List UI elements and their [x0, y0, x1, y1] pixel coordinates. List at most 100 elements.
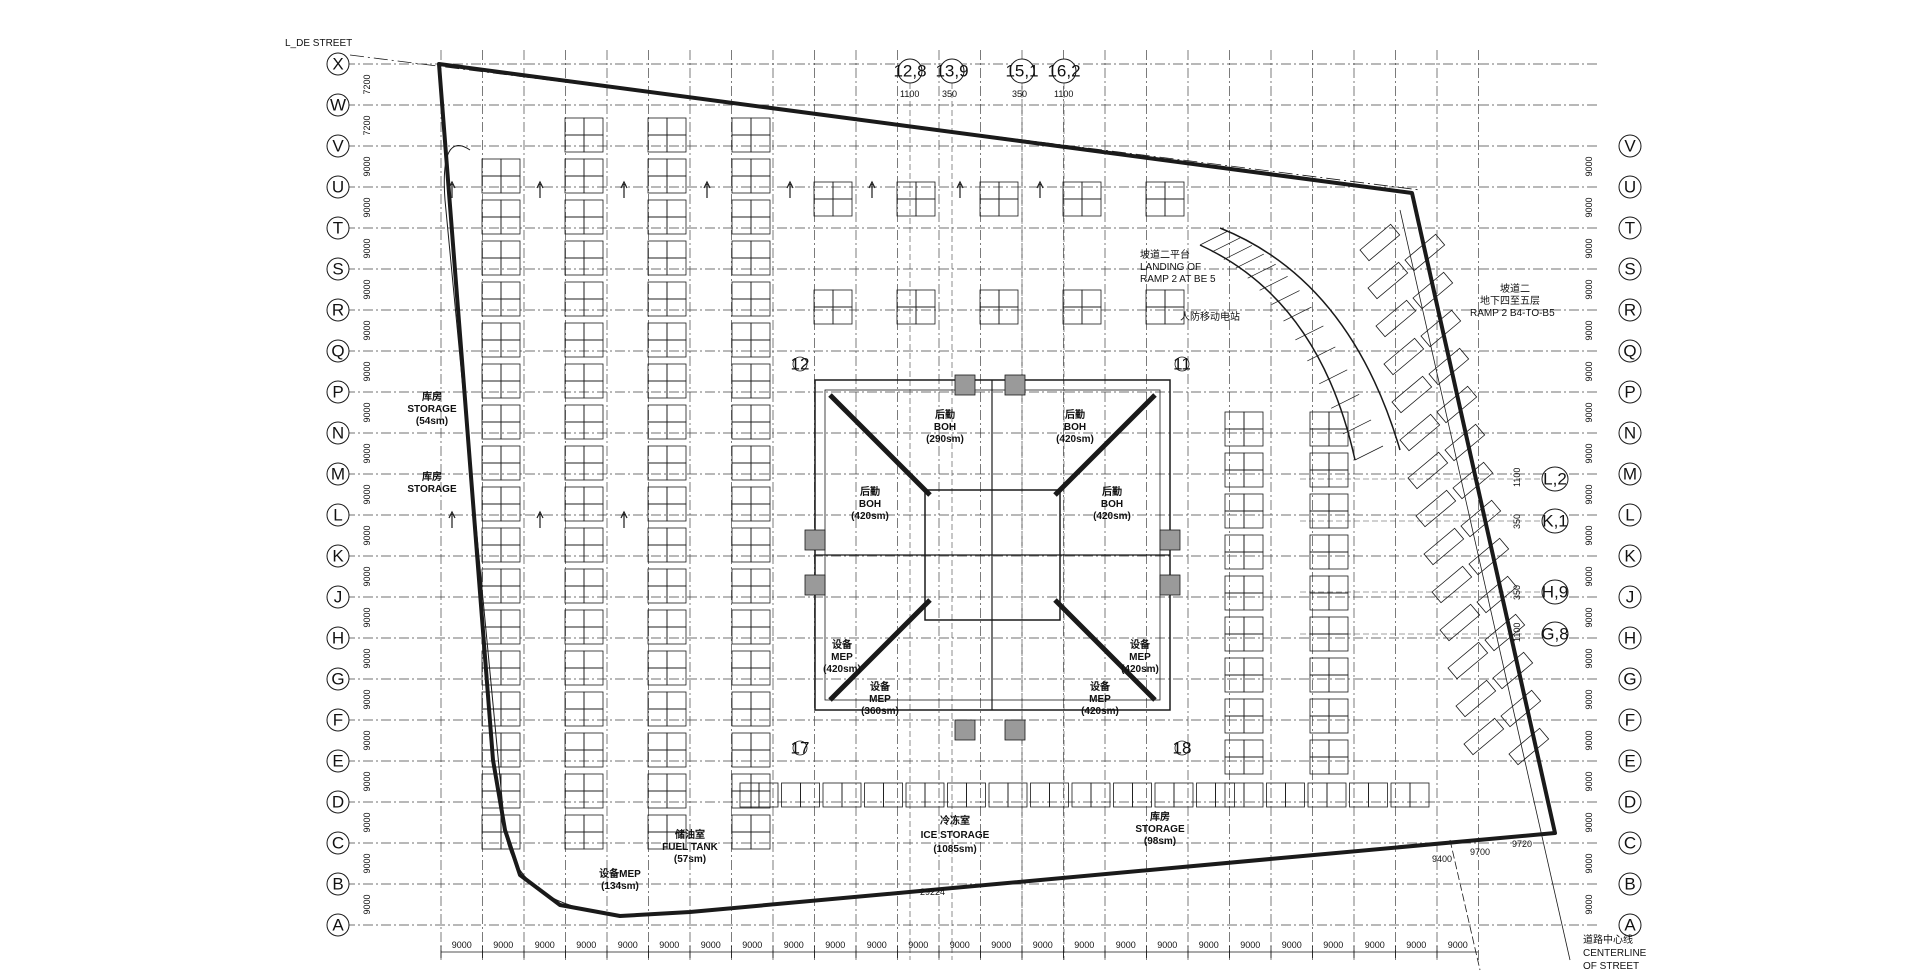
parking-stall	[750, 790, 771, 809]
parking-stall	[500, 732, 521, 751]
parking-stall	[832, 306, 853, 325]
parking-stall	[666, 650, 687, 669]
parking-stall	[666, 281, 687, 300]
parking-stall	[1224, 510, 1245, 529]
parking-stall	[750, 404, 771, 423]
parking-stall	[583, 544, 604, 563]
parking-stall	[1224, 633, 1245, 652]
parking-stall	[1328, 428, 1349, 447]
column-dimension: 9000	[576, 940, 596, 950]
parking-stall	[666, 199, 687, 218]
structural-column	[1004, 374, 1026, 396]
parking-stall	[924, 782, 945, 808]
grid-bubble-left-H: H	[326, 626, 350, 650]
parking-stall	[647, 339, 668, 358]
parking-stall	[500, 158, 521, 177]
parking-stall	[647, 609, 668, 628]
parking-stall	[750, 749, 771, 768]
parking-stall	[647, 322, 668, 341]
grid-bubble-right-Q: Q	[1618, 339, 1642, 363]
parking-stall	[564, 404, 585, 423]
parking-stall	[564, 814, 585, 833]
parking-stall	[583, 404, 604, 423]
column-dimension: 9000	[1074, 940, 1094, 950]
parking-stall-diagonal	[1399, 413, 1441, 452]
svg-text:(420sm): (420sm)	[1093, 511, 1131, 522]
parking-stall	[896, 289, 917, 308]
core-grid-bubble: 17	[791, 739, 810, 758]
row-dimension: 9000	[362, 156, 372, 176]
parking-stall	[731, 814, 752, 833]
parking-stall	[564, 650, 585, 669]
room-mep-420-b: 设备 MEP (420sm)	[1081, 680, 1119, 717]
grid-bubble-label: B	[1624, 875, 1635, 894]
grid-bubble-right-L: L	[1618, 503, 1642, 527]
parking-stall	[666, 527, 687, 546]
parking-stall	[500, 421, 521, 440]
parking-stall	[731, 462, 752, 481]
traffic-arrow	[536, 510, 544, 528]
parking-stall	[500, 216, 521, 235]
parking-stall	[583, 380, 604, 399]
parking-stall	[564, 281, 585, 300]
svg-text:9400: 9400	[1432, 854, 1452, 864]
parking-stall	[731, 380, 752, 399]
parking-stall	[481, 322, 502, 341]
grid-bubble-label: K,1	[1542, 512, 1568, 531]
parking-stall	[481, 544, 502, 563]
parking-stall	[731, 486, 752, 505]
grid-bubble-label: N	[1624, 424, 1636, 443]
core-grid-bubble: 11	[1173, 355, 1191, 374]
parking-stall	[1090, 782, 1111, 808]
parking-stall	[731, 503, 752, 522]
parking-stall	[1062, 198, 1083, 217]
svg-text:STORAGE: STORAGE	[407, 404, 457, 415]
parking-stall	[564, 609, 585, 628]
grid-bubble-left-L: L	[326, 503, 350, 527]
column-dimension: 9000	[1157, 940, 1177, 950]
parking-stall	[1243, 592, 1264, 611]
parking-stall	[647, 486, 668, 505]
parking-stall	[564, 732, 585, 751]
parking-stall	[979, 289, 1000, 308]
parking-stall	[564, 158, 585, 177]
parking-stall	[583, 421, 604, 440]
core-grid-bubble: 18	[1173, 739, 1192, 758]
parking-stall	[998, 181, 1019, 200]
parking-stall	[1328, 551, 1349, 570]
parking-stall	[1243, 411, 1264, 430]
parking-stall	[1368, 782, 1388, 808]
grid-bubble-label: A	[1624, 916, 1636, 935]
column-dimension: 9000	[991, 940, 1011, 950]
column-dimension: 9000	[701, 940, 721, 950]
parking-stall	[647, 117, 668, 136]
parking-stall	[481, 158, 502, 177]
parking-stall	[731, 445, 752, 464]
traffic-arrow	[703, 180, 711, 198]
room-boh-420-b: 后勤 BOH (420sm)	[851, 485, 889, 522]
parking-stall	[832, 198, 853, 217]
svg-text:设备: 设备	[1090, 680, 1111, 693]
row-dimension: 9000	[1584, 156, 1594, 176]
parking-stall	[500, 544, 521, 563]
parking-stall-diagonal	[1447, 641, 1489, 680]
parking-stall	[666, 445, 687, 464]
parking-stall	[481, 421, 502, 440]
parking-stall	[1243, 657, 1264, 676]
top-street-label: L_DE STREET	[285, 38, 352, 49]
svg-text:MEP: MEP	[831, 652, 853, 663]
parking-stall	[1224, 715, 1245, 734]
parking-stall	[750, 708, 771, 727]
svg-text:FUEL TANK: FUEL TANK	[662, 842, 719, 853]
svg-text:CENTERLINE: CENTERLINE	[1583, 948, 1647, 959]
parking-stall	[731, 585, 752, 604]
column-dimension: 9000	[1033, 940, 1053, 950]
core-bubble-label: 18	[1173, 739, 1192, 758]
parking-stall	[500, 175, 521, 194]
parking-stall	[564, 380, 585, 399]
svg-text:RAMP 2 B4-TO-B5: RAMP 2 B4-TO-B5	[1470, 308, 1555, 319]
parking-stall	[647, 134, 668, 153]
grid-bubble-left-D: D	[326, 790, 350, 814]
parking-stall	[1145, 181, 1166, 200]
